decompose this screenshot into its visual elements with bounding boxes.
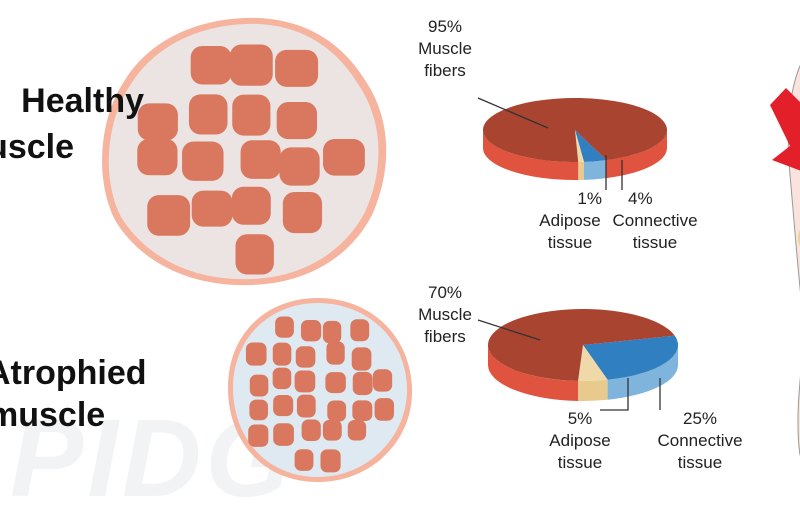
muscle-fiber — [322, 320, 342, 344]
muscle-fiber — [232, 94, 271, 136]
atrophied-connective-label: 25% Connective tissue — [640, 408, 760, 474]
muscle-fiber — [295, 346, 316, 368]
muscle-fiber — [273, 394, 294, 417]
muscle-fiber — [275, 316, 294, 338]
leader-lines — [477, 97, 661, 411]
line2: fibers — [424, 327, 466, 346]
muscle-fiber — [323, 139, 365, 176]
pct: 95% — [427, 17, 463, 36]
pct: 1% — [577, 189, 602, 208]
atrophied-title-line2: muscle — [0, 396, 106, 434]
healthy-connective-label: 4% Connective tissue — [600, 188, 710, 254]
muscle-fiber — [229, 44, 273, 86]
muscle-fiber — [282, 191, 323, 234]
muscle-fiber — [372, 369, 393, 392]
muscle-fiber — [296, 394, 316, 418]
muscle-atrophy-diagram: PIDG Healthy muscle Atrophied muscle — [0, 16, 800, 520]
pie-side-adipose — [578, 161, 584, 180]
muscle-fiber — [279, 147, 320, 186]
line1: Adipose — [539, 211, 601, 230]
muscle-fiber — [327, 400, 347, 422]
pie-slice-adipose — [578, 345, 608, 381]
pie-side-connective — [583, 160, 607, 180]
line1: Connective — [612, 211, 698, 230]
muscle-fiber — [300, 320, 322, 342]
healthy-title-line1: Healthy — [21, 82, 144, 120]
healthy-adipose-label: 1% Adipose tissue — [530, 188, 610, 254]
pie-slice-muscle — [488, 308, 675, 381]
pct: 70% — [427, 283, 463, 302]
muscle-fiber — [275, 49, 319, 87]
pie-side-connective — [607, 345, 678, 400]
muscle-fiber — [231, 186, 271, 225]
atrophied-muscle-label: 70% Muscle fibers — [405, 282, 485, 348]
healthy-title-line2: muscle — [0, 128, 74, 166]
muscle-fiber — [325, 372, 346, 394]
muscle-fiber — [147, 195, 191, 236]
muscle-fiber — [190, 45, 232, 85]
muscle-fiber — [294, 449, 314, 471]
muscle-fiber — [374, 398, 395, 421]
healthy-pie-chart — [483, 98, 668, 180]
muscle-fiber — [249, 374, 269, 397]
muscle-fiber — [273, 423, 294, 446]
healthy-muscle-cross-section — [102, 17, 387, 286]
muscle-fiber — [137, 138, 178, 176]
pct: 5% — [567, 409, 593, 428]
healthy-muscle-label: 95% Muscle fibers — [405, 16, 485, 82]
pie-side-adipose — [578, 379, 608, 401]
atrophied-title-line1: Atrophied — [0, 354, 147, 392]
muscle-fiber — [347, 419, 367, 441]
line2: fibers — [424, 61, 466, 80]
muscle-fiber — [137, 103, 178, 141]
muscle-fiber — [326, 341, 345, 365]
line1: Muscle — [418, 305, 472, 324]
pct: 4% — [628, 189, 653, 208]
pie-side-muscle — [488, 345, 579, 401]
muscle-fiber — [301, 419, 321, 442]
line1: Muscle — [418, 39, 472, 58]
muscle-fiber — [322, 419, 342, 441]
muscle-fiber — [235, 234, 274, 275]
muscle-fiber — [350, 319, 370, 342]
pie-slice-connective — [583, 335, 678, 380]
pct: 25% — [682, 409, 718, 428]
muscle-fiber — [272, 342, 292, 366]
line2: tissue — [632, 233, 678, 252]
muscle-fiber — [188, 94, 228, 135]
line2: tissue — [547, 233, 593, 252]
line2: tissue — [557, 453, 603, 472]
muscle-fiber — [272, 367, 292, 390]
line1: Connective — [657, 431, 743, 450]
pie-slice-muscle — [483, 98, 668, 162]
muscle-fiber — [248, 424, 269, 447]
pie-slice-adipose — [575, 130, 584, 162]
atrophied-pie-chart — [488, 308, 678, 401]
line2: tissue — [677, 453, 723, 472]
illustration — [102, 17, 800, 482]
atrophied-muscle-cross-section — [228, 298, 413, 482]
muscle-fiber — [294, 370, 316, 393]
muscle-fiber — [352, 371, 373, 396]
pie-side-muscle — [483, 130, 579, 180]
muscle-fiber — [240, 140, 281, 179]
muscle-fiber — [249, 399, 268, 421]
muscle-fiber — [351, 347, 372, 371]
muscle-fiber — [320, 449, 341, 473]
muscle-fiber — [245, 342, 267, 366]
muscle-fiber — [276, 101, 318, 140]
muscle-fiber — [352, 400, 373, 422]
line1: Adipose — [549, 431, 611, 450]
red-arrow-icon — [770, 88, 800, 171]
pie-slice-connective — [575, 130, 607, 162]
atrophied-adipose-label: 5% Adipose tissue — [540, 408, 620, 474]
muscle-fiber — [182, 141, 224, 181]
muscle-fiber — [191, 190, 233, 227]
